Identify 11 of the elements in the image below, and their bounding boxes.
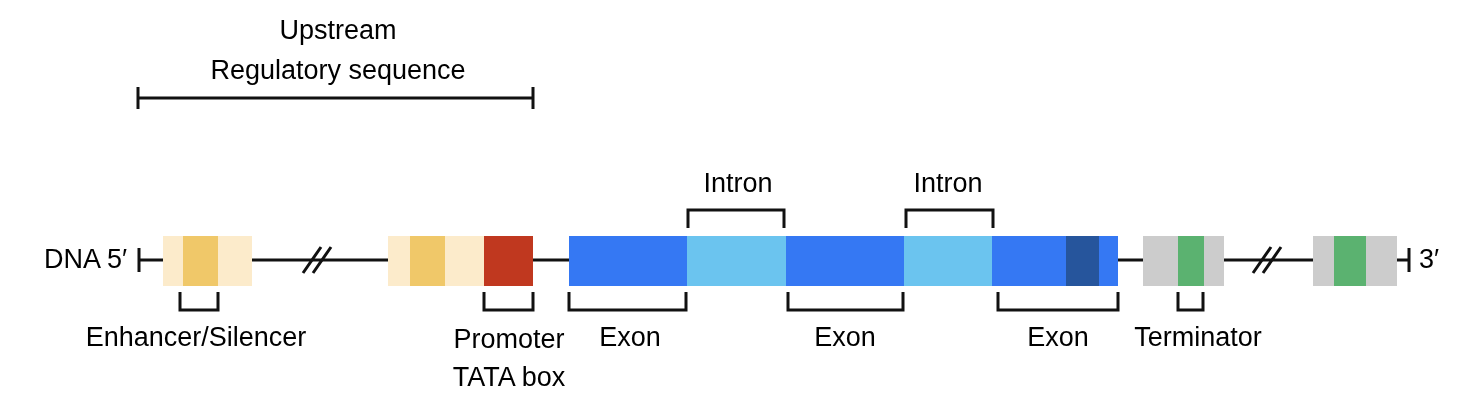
region-label: Terminator bbox=[1134, 321, 1262, 354]
region-label: Upstream Regulatory sequence bbox=[210, 14, 466, 87]
region-label: Intron bbox=[913, 167, 983, 200]
region-label: Exon bbox=[814, 321, 876, 354]
region-label: Enhancer/Silencer bbox=[85, 321, 307, 354]
strand-end-label: DNA 5′ bbox=[43, 243, 127, 276]
region-label: Exon bbox=[599, 321, 661, 354]
region-label: Intron bbox=[703, 167, 773, 200]
strand-end-label: 3′ bbox=[1419, 243, 1440, 276]
region-label: Promoter TATA box bbox=[452, 323, 566, 394]
region-label: Exon bbox=[1027, 321, 1089, 354]
